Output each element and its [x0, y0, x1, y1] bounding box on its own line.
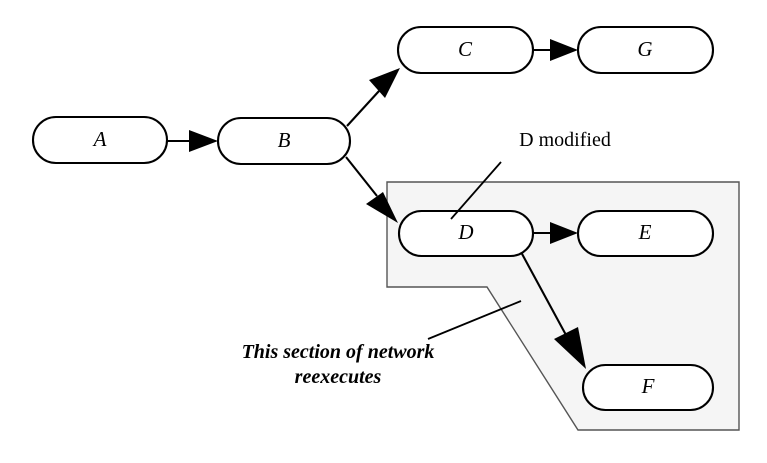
- d-modified-leader-line: [450, 161, 502, 220]
- node-d-label: D: [457, 220, 473, 244]
- reexecute-note-leader-line: [427, 300, 522, 340]
- node-c-label: C: [458, 37, 473, 61]
- reexecute-note-line1: This section of network: [242, 341, 435, 363]
- reexecute-note-line2: reexecutes: [295, 366, 382, 388]
- node-a-label: A: [92, 127, 107, 151]
- edge-b-to-c: [346, 68, 400, 127]
- node-c[interactable]: C: [396, 25, 535, 75]
- node-b[interactable]: B: [216, 116, 352, 166]
- node-g[interactable]: G: [576, 25, 715, 75]
- node-b-label: B: [278, 128, 291, 152]
- node-f-label: F: [641, 374, 655, 398]
- edge-d-to-f: [520, 251, 586, 369]
- edge-a-to-b: [167, 130, 218, 152]
- edge-c-to-g: [533, 39, 578, 61]
- node-a[interactable]: A: [31, 115, 169, 165]
- node-g-label: G: [637, 37, 652, 61]
- d-modified-label: D modified: [519, 129, 611, 151]
- node-e[interactable]: E: [576, 209, 715, 258]
- node-f[interactable]: F: [581, 363, 715, 412]
- edge-d-to-e: [533, 222, 578, 244]
- edge-b-to-d: [345, 156, 398, 223]
- node-e-label: E: [638, 220, 652, 244]
- node-d[interactable]: D: [397, 209, 535, 258]
